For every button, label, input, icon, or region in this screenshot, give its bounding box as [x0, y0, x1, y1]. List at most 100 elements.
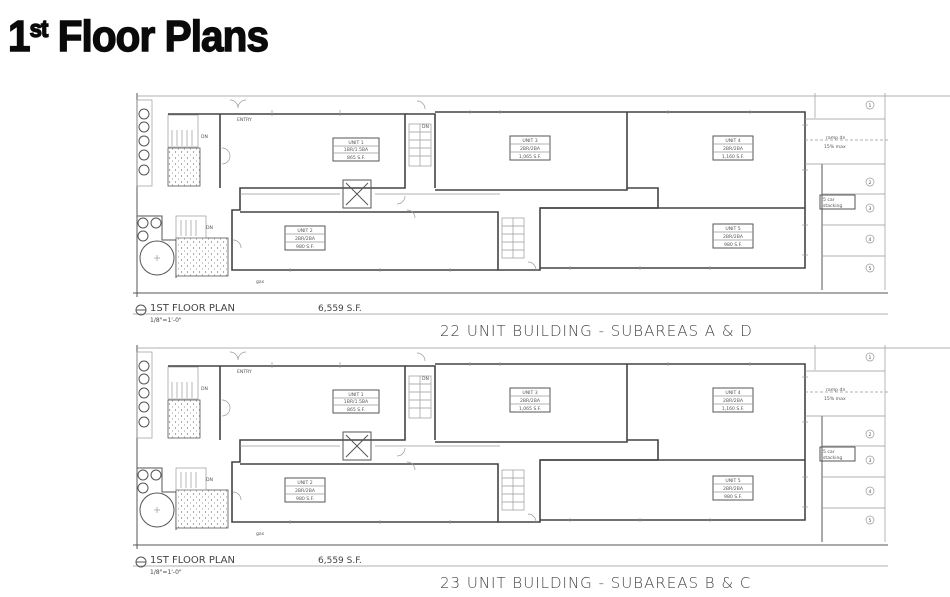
- stair-core-1: [408, 123, 432, 167]
- car-stacking-label: stacking: [823, 455, 842, 461]
- unit-area: 1,160 S.F.: [722, 406, 744, 412]
- floor-plan: UNIT 1 1BR/1.5BA 865 S.F. UNIT 2 2BR/2BA…: [133, 345, 950, 592]
- title-number: 1: [7, 11, 31, 61]
- unit-name: UNIT 4: [725, 138, 740, 144]
- plan-scale: 1/8"=1'-0": [150, 317, 182, 324]
- door: [229, 351, 247, 361]
- title-text: Floor Plans: [47, 11, 270, 61]
- page-title: 1st Floor Plans: [7, 11, 270, 62]
- door: [232, 491, 242, 501]
- unit-label-2: UNIT 2 2BR/2BA 980 S.F.: [284, 225, 326, 251]
- wall: [240, 187, 659, 271]
- parking-space-numbers: 1 2 3 4 5: [865, 100, 875, 273]
- unit-type: 2BR/2BA: [723, 486, 744, 492]
- unit-type: 2BR/2BA: [520, 146, 541, 152]
- door: [406, 461, 416, 471]
- parking-space-number: 3: [869, 458, 872, 464]
- door: [416, 352, 426, 362]
- unit-type: 2BR/2BA: [520, 398, 541, 404]
- car-stacking-label: 5 car: [823, 449, 835, 455]
- paved-court: [167, 147, 201, 187]
- parking-space-number: 5: [869, 266, 872, 272]
- stair: [167, 114, 199, 148]
- unit-type: 2BR/2BA: [295, 236, 316, 242]
- unit-name: UNIT 1: [348, 392, 363, 398]
- door: [406, 209, 416, 219]
- elevator: [342, 431, 372, 461]
- unit-type: 2BR/2BA: [723, 398, 744, 404]
- door: [396, 447, 406, 457]
- landscape-planters: [136, 351, 177, 530]
- door: [416, 100, 426, 110]
- wall: [435, 112, 628, 191]
- unit-area: 865 S.F.: [347, 407, 365, 413]
- unit-area: 865 S.F.: [347, 155, 365, 161]
- unit-label-3: UNIT 3 2BR/2BA 1,065 S.F.: [509, 387, 551, 413]
- title-ordinal: st: [29, 15, 49, 43]
- wall: [405, 365, 436, 440]
- stair-dn-label: DN: [206, 225, 213, 231]
- door: [221, 399, 231, 417]
- wall: [435, 111, 806, 269]
- unit-name: UNIT 2: [297, 480, 312, 486]
- unit-area: 980 S.F.: [296, 244, 314, 250]
- unit-name: UNIT 3: [522, 390, 537, 396]
- wall: [240, 439, 659, 523]
- unit-type: 2BR/2BA: [723, 234, 744, 240]
- paved-court: [167, 399, 201, 439]
- unit-name: UNIT 5: [725, 478, 740, 484]
- stair-dn-label: DN: [422, 376, 429, 382]
- wall: [168, 365, 498, 523]
- stair: [167, 366, 199, 400]
- unit-name: UNIT 3: [522, 138, 537, 144]
- parking-space-number: 2: [869, 432, 872, 438]
- unit-type: 2BR/2BA: [723, 146, 744, 152]
- unit-label-5: UNIT 5 2BR/2BA 980 S.F.: [712, 223, 754, 249]
- wall: [405, 113, 436, 188]
- unit-label-4: UNIT 4 2BR/2BA 1,160 S.F.: [712, 135, 754, 161]
- paved-court: [175, 489, 229, 529]
- plan-label: 1ST FLOOR PLAN: [150, 555, 235, 566]
- landscape-planters: [136, 99, 177, 278]
- unit-name: UNIT 1: [348, 140, 363, 146]
- door: [229, 99, 247, 109]
- unit-name: UNIT 2: [297, 228, 312, 234]
- unit-type: 2BR/2BA: [295, 488, 316, 494]
- unit-area: 1,160 S.F.: [722, 154, 744, 160]
- unit-label-5: UNIT 5 2BR/2BA 980 S.F.: [712, 475, 754, 501]
- parking-space-number: 3: [869, 206, 872, 212]
- unit-label-1: UNIT 1 1BR/1.5BA 865 S.F.: [332, 389, 380, 414]
- unit-type: 1BR/1.5BA: [344, 399, 369, 405]
- parking-area: 5 car stacking ramp dn 15% max 1 2 3 4 5: [805, 345, 890, 542]
- wall: [168, 113, 498, 271]
- unit-name: UNIT 4: [725, 390, 740, 396]
- unit-name: UNIT 5: [725, 226, 740, 232]
- stair-dn-label: DN: [201, 386, 208, 392]
- car-stacking-label: stacking: [823, 203, 842, 209]
- wall: [435, 363, 806, 521]
- gas-meter-label: gas: [256, 532, 265, 537]
- parking-space-number: 5: [869, 518, 872, 524]
- elevator: [342, 179, 372, 209]
- windows: [271, 362, 808, 524]
- floor-plan: UNIT 1 1BR/1.5BA 865 S.F. UNIT 2 2BR/2BA…: [133, 93, 950, 340]
- windows: [271, 110, 808, 272]
- car-stacking-label: 5 car: [823, 197, 835, 203]
- unit-area: 980 S.F.: [296, 496, 314, 502]
- parking-space-number: 2: [869, 180, 872, 186]
- stair-core-2: [501, 217, 537, 271]
- unit-label-1: UNIT 1 1BR/1.5BA 865 S.F.: [332, 137, 380, 162]
- unit-area: 1,065 S.F.: [519, 154, 541, 160]
- stair: [175, 467, 207, 491]
- unit-label-2: UNIT 2 2BR/2BA 980 S.F.: [284, 477, 326, 503]
- parking-space-number: 4: [869, 237, 872, 243]
- car-stacking-box: [819, 194, 856, 210]
- stair-dn-label: DN: [201, 134, 208, 140]
- building-caption: 22 UNIT BUILDING - SUBAREAS A & D: [440, 322, 753, 340]
- parking-space-number: 4: [869, 489, 872, 495]
- ramp-label: ramp dn: [826, 387, 845, 393]
- paved-court: [175, 237, 229, 277]
- door: [232, 239, 242, 249]
- plan-area: 6,559 S.F.: [318, 304, 362, 314]
